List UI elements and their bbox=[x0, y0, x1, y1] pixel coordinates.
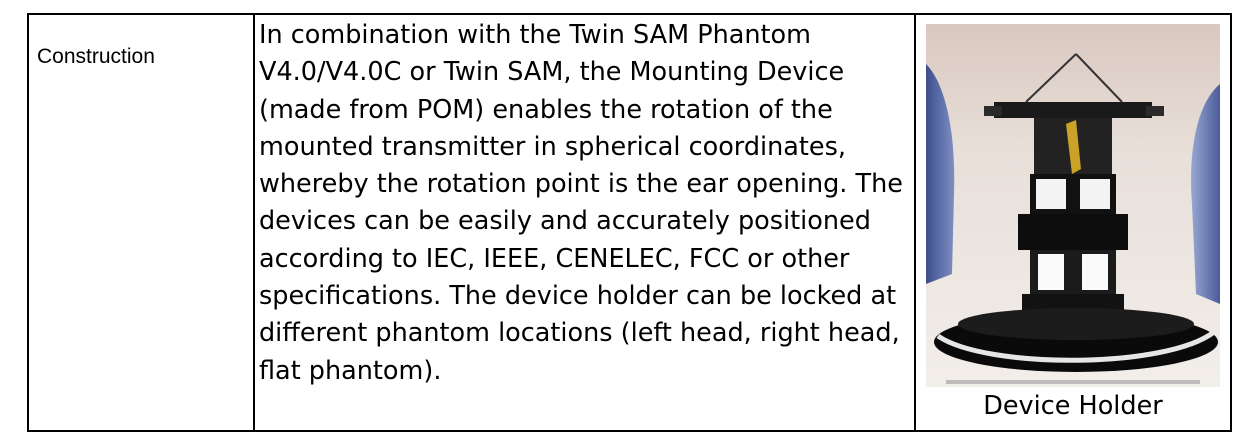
table-row: Construction In combination with the Twi… bbox=[27, 13, 1232, 432]
row-label-cell: Construction bbox=[27, 13, 255, 432]
image-caption: Device Holder bbox=[983, 391, 1163, 421]
row-label: Construction bbox=[37, 45, 155, 68]
image-cell: Device Holder bbox=[914, 13, 1232, 432]
description-cell: In combination with the Twin SAM Phantom… bbox=[253, 13, 916, 432]
spec-table: Construction In combination with the Twi… bbox=[27, 13, 1232, 432]
device-holder-photo bbox=[926, 24, 1220, 387]
